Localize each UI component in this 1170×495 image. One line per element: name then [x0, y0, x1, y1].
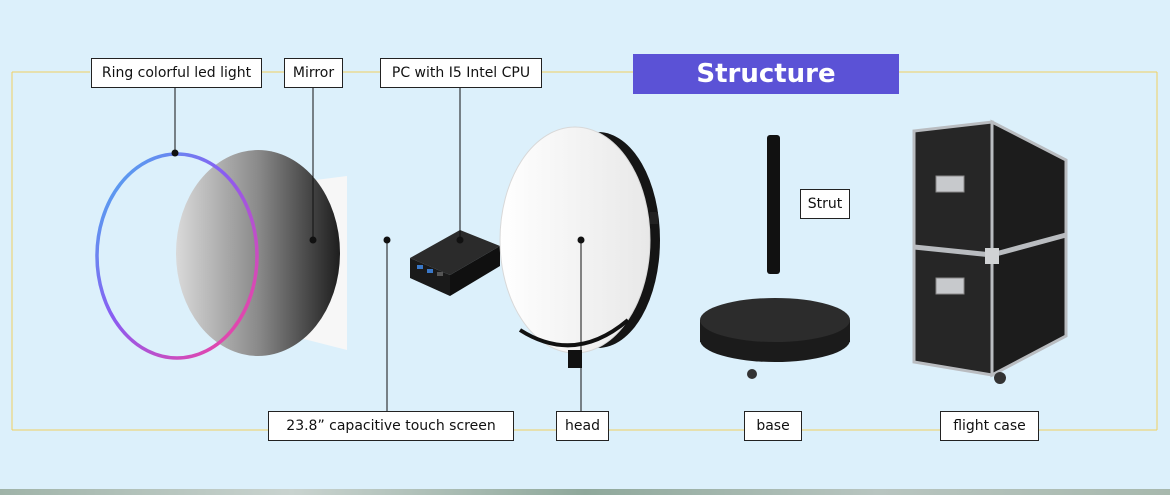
frame-lines — [11, 71, 1158, 431]
leader-lines — [174, 87, 582, 412]
label-mirror: Mirror — [284, 58, 343, 88]
flight-case — [912, 119, 1068, 384]
label-ring-light: Ring colorful led light — [91, 58, 262, 88]
label-base: base — [744, 411, 802, 441]
label-touch-screen: 23.8” capacitive touch screen — [268, 411, 514, 441]
base-unit — [700, 298, 850, 379]
bottom-strip — [0, 489, 1170, 495]
label-head: head — [556, 411, 609, 441]
label-strut: Strut — [800, 189, 850, 219]
leader-dots — [171, 149, 585, 244]
label-pc: PC with I5 Intel CPU — [380, 58, 542, 88]
head-unit — [499, 126, 660, 368]
page-title: Structure — [633, 54, 899, 94]
label-flight-case: flight case — [940, 411, 1039, 441]
strut-pole — [767, 135, 780, 274]
